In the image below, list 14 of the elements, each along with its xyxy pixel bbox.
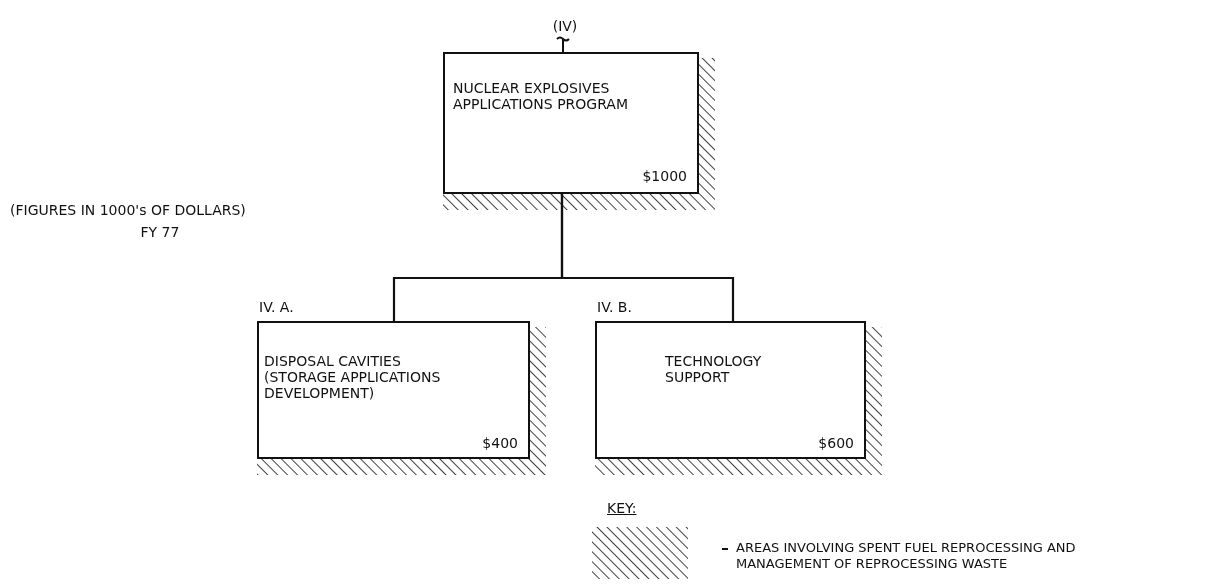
connector-line [560,194,735,321]
funding-amount: $600 [818,435,854,451]
program-title: NUCLEAR EXPLOSIVES APPLICATIONS PROGRAM [453,80,630,112]
program-title: DISPOSAL CAVITIES (STORAGE APPLICATIONS DEVELOPMENT) [264,353,442,401]
funding-amount: $400 [482,435,518,451]
legend-text: AREAS INVOLVING SPENT FUEL REPROCESSING AND MANAGEMENT OF REPROCESSING WASTE [736,540,1077,572]
section-number: (IV) [551,18,579,34]
program-title: TECHNOLOGY SUPPORT [665,353,763,385]
section-number: IV. B. [597,299,633,315]
key-heading: KEY: [607,500,637,516]
section-number: IV. A. [259,299,295,315]
units-note: (FIGURES IN 1000's OF DOLLARS) [10,202,246,218]
funding-amount: $1000 [642,168,687,184]
fiscal-year: FY 77 [139,224,181,240]
